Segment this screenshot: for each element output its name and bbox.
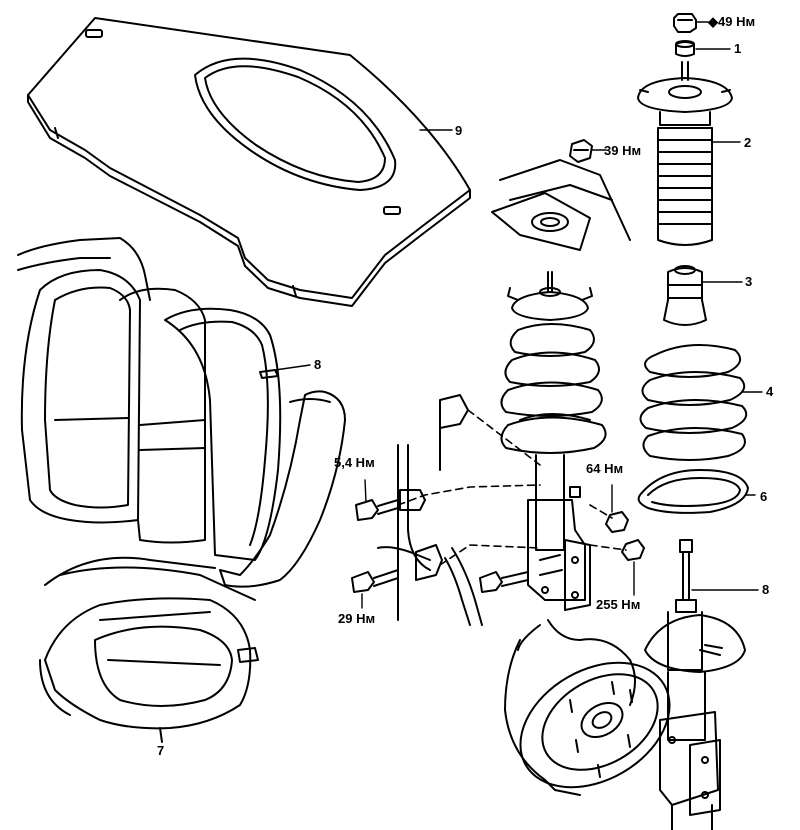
nut-and-bushing: [673, 13, 697, 57]
torque-label-5-4: 5,4 Нм: [334, 455, 375, 470]
upper-mount-boot: [637, 61, 733, 246]
spring-insulator: [637, 469, 749, 514]
seat-back: [17, 237, 346, 588]
stabilizer-link: [377, 394, 483, 626]
callout-3: 3: [745, 274, 753, 289]
shock-absorber: [644, 539, 746, 830]
callout-4: 4: [766, 384, 774, 399]
torque-label-39: 39 Нм: [604, 143, 642, 158]
bolts: [351, 499, 645, 593]
torque-label-49: ◆49 Нм: [708, 14, 756, 29]
top-nut-39: [569, 139, 593, 163]
bump-stop: [663, 265, 707, 326]
torque-label-29: 29 Нм: [338, 611, 376, 626]
callout-2: 2: [744, 135, 752, 150]
coil-spring: [639, 344, 748, 461]
assembly-lines: [397, 409, 627, 566]
callout-8-seat: 8: [314, 357, 322, 372]
leader-lines: [274, 21, 763, 609]
assembled-strut: [500, 271, 607, 611]
seat-cushion: [39, 556, 259, 743]
callout-1: 1: [734, 41, 742, 56]
callout-7: 7: [157, 743, 165, 758]
parcel-shelf: [27, 17, 471, 307]
torque-label-64: 64 Нм: [586, 461, 624, 476]
body-panel: [491, 159, 631, 251]
torque-label-255: 255 Нм: [596, 597, 641, 612]
callout-6: 6: [760, 489, 768, 504]
knuckle-and-disc: [504, 619, 671, 796]
callout-8-shock: 8: [762, 582, 770, 597]
callout-9: 9: [455, 123, 463, 138]
